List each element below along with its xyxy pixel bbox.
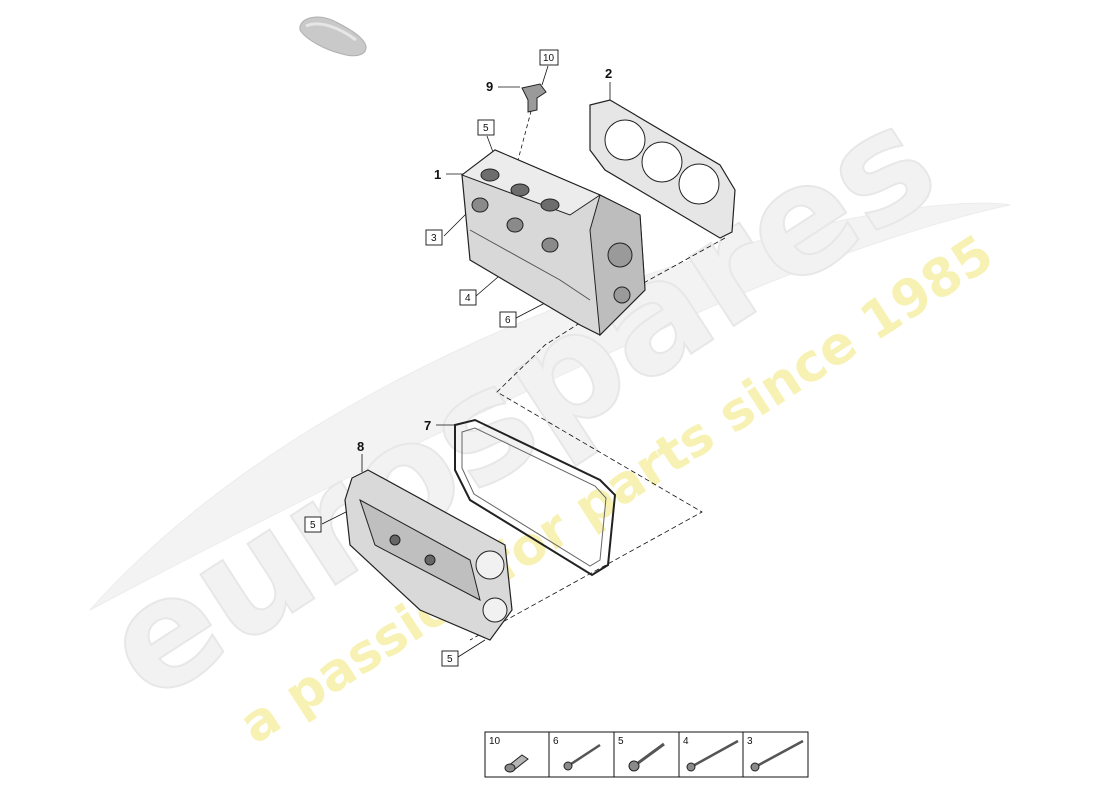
fastener-4-icon <box>686 739 739 772</box>
fastener-3-label: 3 <box>747 736 753 747</box>
fastener-5-label: 5 <box>618 736 624 747</box>
car-silhouette-icon <box>299 16 367 57</box>
callout-box-6: 6 <box>499 311 517 328</box>
camshaft-sensor <box>521 83 547 113</box>
fastener-6-label: 6 <box>553 736 559 747</box>
fastener-table: 10 6 5 4 3 <box>484 731 809 778</box>
svg-text:3: 3 <box>431 233 437 244</box>
callout-8: 8 <box>357 439 364 454</box>
camshaft-housing <box>344 469 513 641</box>
head-gasket <box>589 99 736 239</box>
fastener-10-icon <box>504 754 529 773</box>
callout-box-5-housing: 5 <box>304 516 322 533</box>
callout-2: 2 <box>605 66 612 81</box>
callout-box-4: 4 <box>459 289 477 306</box>
fastener-6-icon <box>563 743 601 771</box>
svg-text:6: 6 <box>505 315 511 326</box>
svg-text:5: 5 <box>447 654 453 665</box>
fastener-10-label: 10 <box>489 736 501 747</box>
watermark-swoosh <box>89 202 1011 611</box>
cover-gasket <box>454 418 617 577</box>
fastener-4-label: 4 <box>683 736 689 747</box>
cylinder-head <box>460 149 646 337</box>
fastener-5-icon <box>628 742 665 772</box>
svg-text:5: 5 <box>310 520 316 531</box>
callout-box-5-head: 5 <box>477 119 495 136</box>
callout-box-5-bottom: 5 <box>441 650 459 667</box>
fastener-3-icon <box>750 739 804 772</box>
callout-box-10: 10 <box>539 49 559 66</box>
svg-text:10: 10 <box>543 53 555 64</box>
callout-7: 7 <box>424 418 431 433</box>
svg-text:4: 4 <box>465 293 471 304</box>
callout-1: 1 <box>434 167 441 182</box>
callout-labels: 1 2 9 7 8 10 5 3 4 6 5 5 <box>304 49 612 667</box>
svg-text:5: 5 <box>483 123 489 134</box>
callout-box-3: 3 <box>425 229 443 246</box>
callout-9: 9 <box>486 79 493 94</box>
